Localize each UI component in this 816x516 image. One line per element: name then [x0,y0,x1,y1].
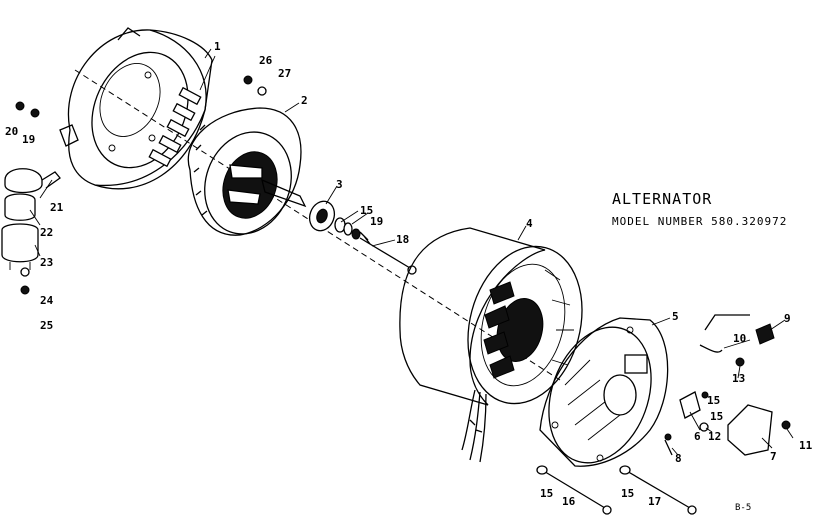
callout-26: 26 [259,54,273,67]
callout-19-right: 19 [370,215,383,228]
bearing [308,200,336,232]
callout-15-bottom-left: 15 [540,487,553,500]
stator [399,227,583,463]
callout-13: 13 [732,372,745,385]
callout-8: 8 [675,452,682,465]
callout-19-left: 19 [22,133,35,146]
callout-5: 5 [672,310,679,323]
callout-20: 20 [5,125,18,138]
callout-2: 2 [301,94,308,107]
rear-end-bell [539,317,669,467]
callout-6: 6 [694,430,701,443]
callout-4: 4 [526,217,533,230]
rotor-assembly [187,107,307,236]
callout-7: 7 [770,450,777,463]
callout-1: 1 [214,40,221,53]
callout-12: 12 [708,430,721,443]
callout-16: 16 [562,495,576,508]
callout-23: 23 [40,256,53,269]
washer-set [334,217,361,240]
callout-15-mid: 15 [710,410,723,423]
small-fasteners [243,75,791,456]
model-number: MODEL NUMBER 580.320972 [612,215,787,228]
callout-15-bottom-mid: 15 [621,487,634,500]
callout-25: 25 [40,319,53,332]
callout-11: 11 [799,439,813,452]
mount-assembly [1,101,61,295]
callout-3: 3 [336,178,343,191]
callout-22: 22 [40,226,53,239]
leader-lines [29,48,794,456]
callout-18: 18 [396,233,409,246]
callout-10: 10 [733,332,746,345]
brush-holder-parts [679,314,775,419]
callout-21: 21 [50,201,64,214]
lower-bolts [536,465,697,515]
callout-27: 27 [278,67,291,80]
end-cover [727,404,773,456]
diagram-title: ALTERNATOR [612,190,712,208]
assembly-centerline [74,69,561,381]
callout-17: 17 [648,495,661,508]
callout-15-upper: 15 [360,204,373,217]
callout-9: 9 [784,312,791,325]
callout-15-right: 15 [707,394,720,407]
callout-24: 24 [40,294,54,307]
end-bell-housing [59,27,216,190]
page-code: B-5 [735,503,751,513]
